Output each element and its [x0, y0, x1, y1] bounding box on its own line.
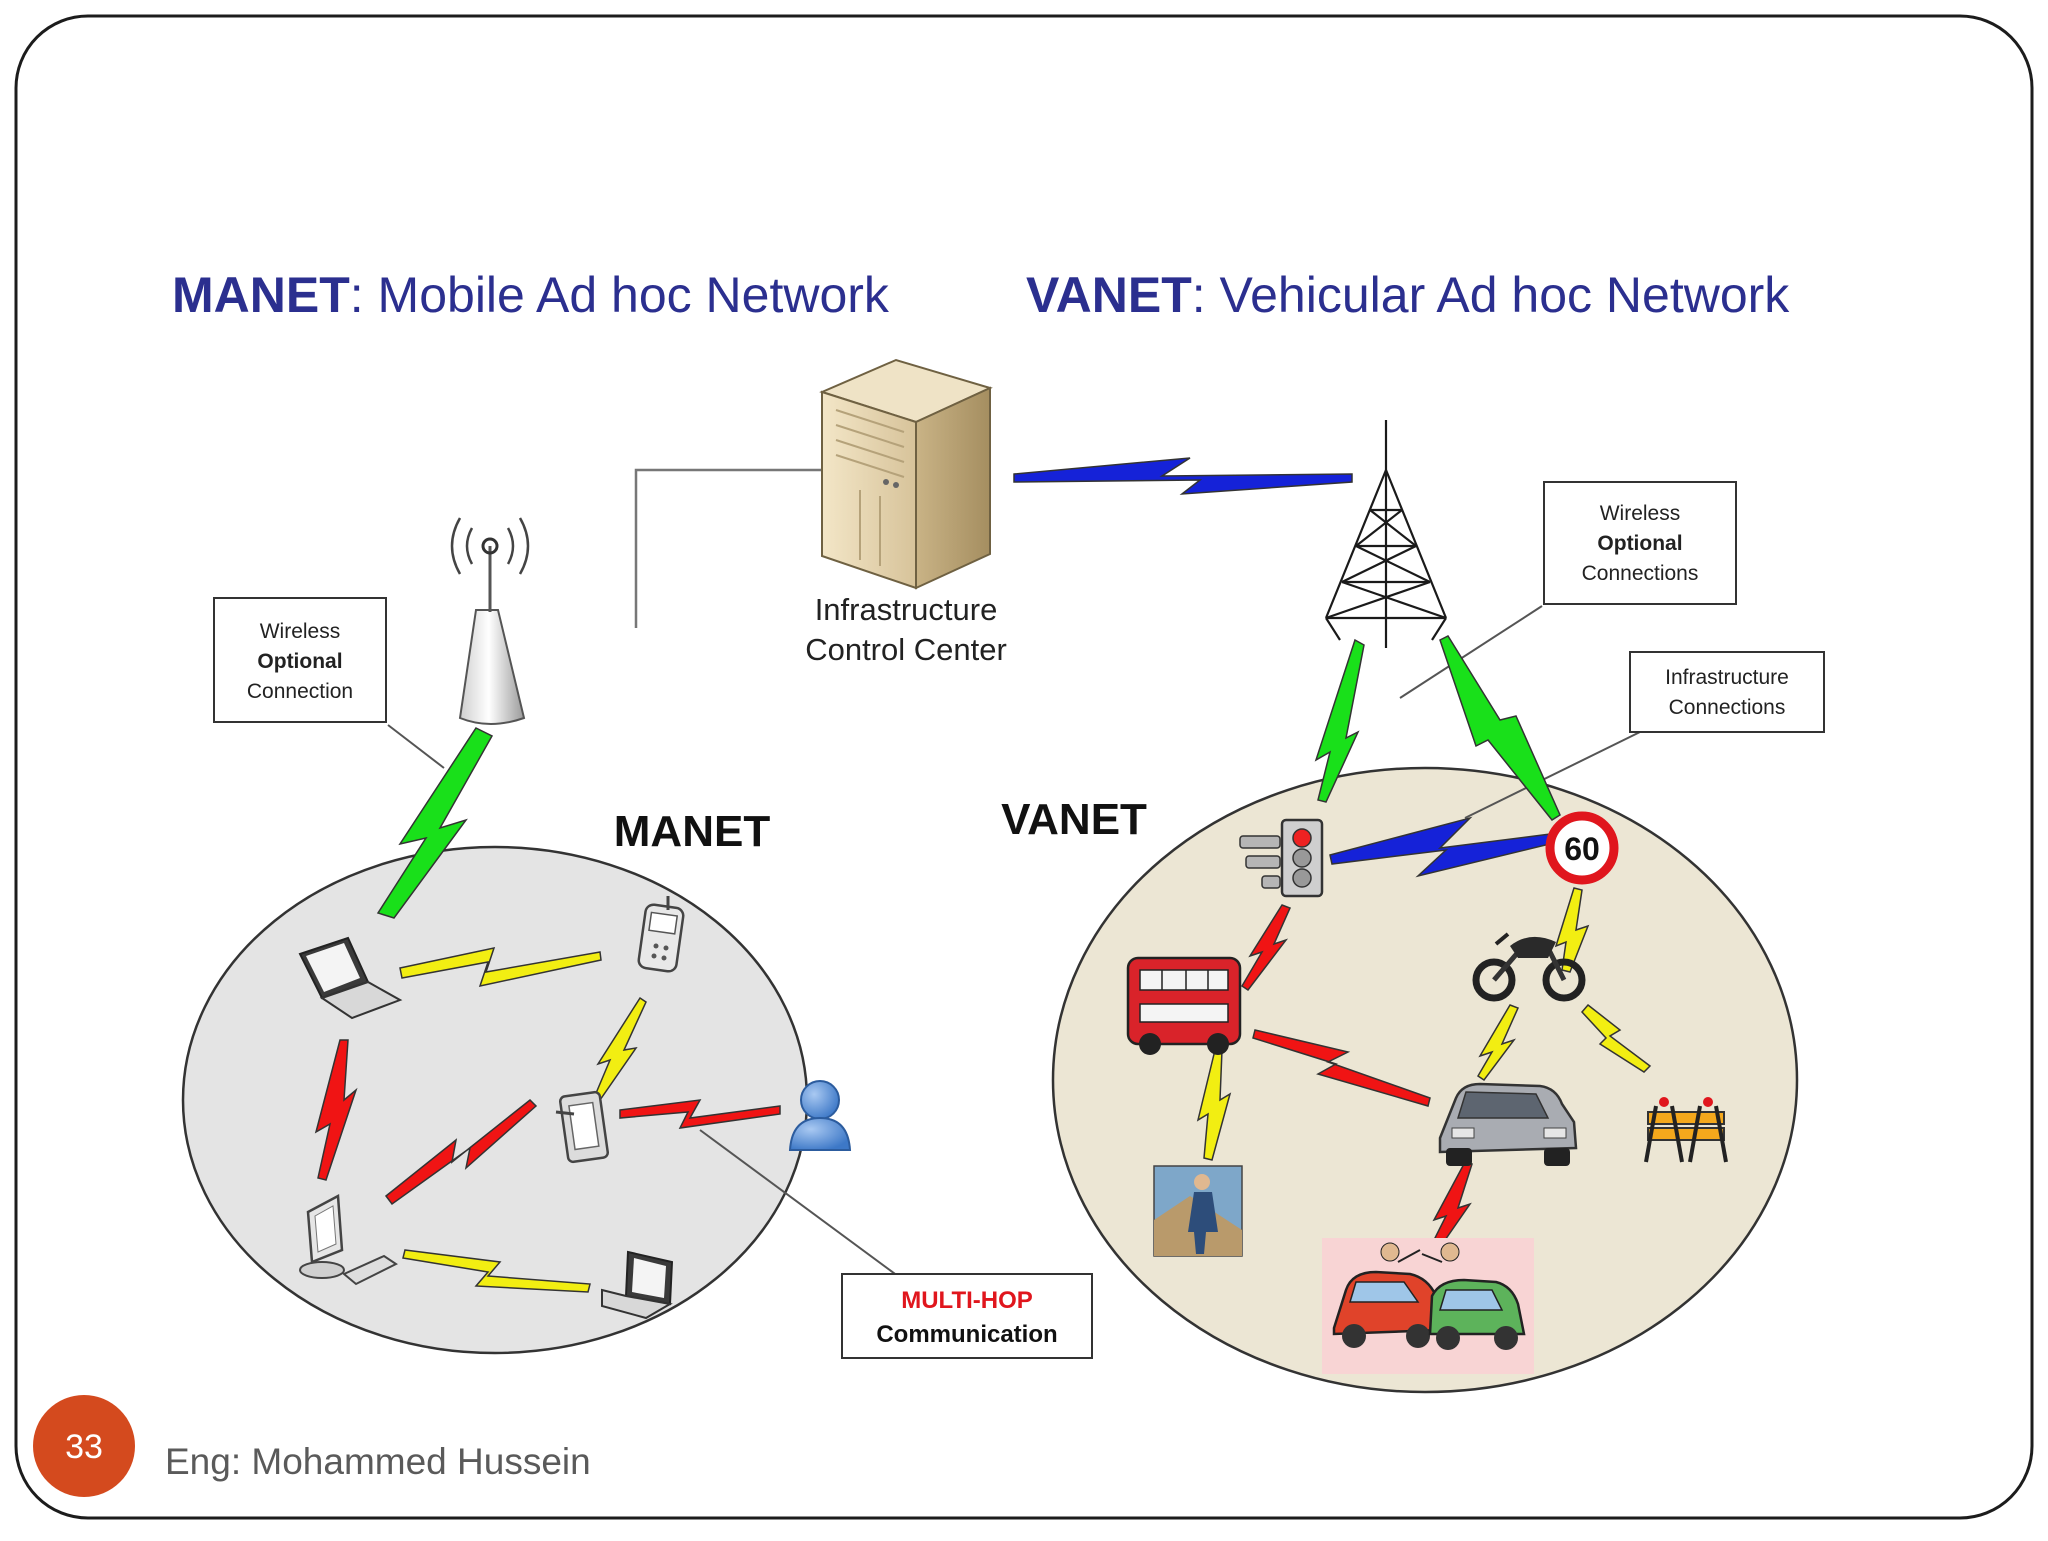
link-ap-laptop [376, 727, 494, 919]
link-tower-sign [1439, 635, 1561, 821]
manet-title: MANET: Mobile Ad hoc Network [172, 267, 890, 323]
link-moto-barrier [1580, 1003, 1652, 1073]
slide-author: Eng: Mohammed Hussein [165, 1441, 591, 1482]
link-server-tower [1013, 457, 1353, 495]
bus-icon [1126, 956, 1242, 1055]
desktop-computer-icon [299, 1193, 398, 1286]
link-laptop-desktop [314, 1039, 358, 1181]
callout-vanet-wireless-line1: Wireless [1600, 502, 1681, 525]
callout-multihop-line2: Communication [876, 1321, 1057, 1348]
callout-multihop-line1: MULTI-HOP [901, 1287, 1033, 1314]
slide-number: 33 [65, 1428, 103, 1466]
link-bus-pedestrian [1196, 1049, 1232, 1161]
link-sign-moto [1554, 887, 1590, 973]
callout-manet-wireless: Wireless Optional Connection [213, 597, 387, 723]
link-moto-suv [1476, 1004, 1520, 1082]
callout-manet-wireless-line3: Connection [247, 680, 353, 703]
leader-manet-wireless [387, 724, 445, 769]
cellphone-icon [637, 896, 685, 973]
speed-limit-value: 60 [1564, 831, 1600, 867]
link-bus-suv [1252, 1029, 1431, 1107]
speed-limit-sign-icon: 60 [1545, 811, 1619, 885]
callout-vanet-infra-line1: Infrastructure [1665, 666, 1789, 689]
link-desktop-tablet [384, 1098, 538, 1206]
leader-multihop [699, 1129, 907, 1283]
road-barrier-icon [1644, 1097, 1728, 1163]
tablet-icon [555, 1090, 610, 1164]
callout-manet-wireless-line1: Wireless [260, 620, 341, 643]
tower-icon [1324, 420, 1448, 648]
link-tower-trafficlight [1314, 638, 1365, 803]
car-crash-icon [1322, 1238, 1534, 1374]
server-icon [819, 358, 993, 590]
link-desktop-laptop [402, 1249, 591, 1293]
vanet-title-full: : Vehicular Ad hoc Network [1192, 267, 1791, 323]
vanet-title: VANET: Vehicular Ad hoc Network [1026, 267, 1790, 323]
slide-number-badge [33, 1395, 135, 1497]
pedestrian-icon [1153, 1165, 1243, 1257]
manet-title-abbr: MANET [172, 267, 350, 323]
leader-vanet-infra [1464, 731, 1641, 819]
link-laptop-phone [399, 946, 602, 988]
traffic-light-icon [1239, 818, 1324, 898]
motorcycle-icon [1472, 932, 1586, 1002]
vanet-title-abbr: VANET [1026, 267, 1192, 323]
vanet-cloud-label: VANET [1001, 795, 1147, 844]
laptop-icon-2 [601, 1250, 674, 1320]
user-icon [788, 1080, 852, 1151]
manet-cloud-label: MANET [614, 807, 771, 856]
callout-multihop: MULTI-HOP Communication [841, 1273, 1093, 1359]
link-tablet-user [619, 1099, 781, 1129]
wired-link [634, 468, 823, 628]
suv-icon [1438, 1082, 1578, 1166]
callout-vanet-wireless: Wireless Optional Connections [1543, 481, 1737, 605]
manet-title-full: : Mobile Ad hoc Network [350, 267, 890, 323]
laptop-icon [298, 936, 403, 1020]
infrastructure-line1: Infrastructure [815, 592, 998, 627]
callout-vanet-wireless-line3: Connections [1582, 562, 1699, 585]
link-trafficlight-bus [1240, 904, 1292, 992]
callout-vanet-infra-line2: Connections [1669, 696, 1786, 719]
callout-manet-wireless-line2: Optional [257, 650, 342, 673]
leader-vanet-wireless [1399, 605, 1543, 699]
access-point-icon [450, 517, 530, 725]
callout-vanet-wireless-line2: Optional [1597, 532, 1682, 555]
callout-vanet-infra: Infrastructure Connections [1629, 651, 1825, 733]
infrastructure-line2: Control Center [805, 632, 1007, 667]
